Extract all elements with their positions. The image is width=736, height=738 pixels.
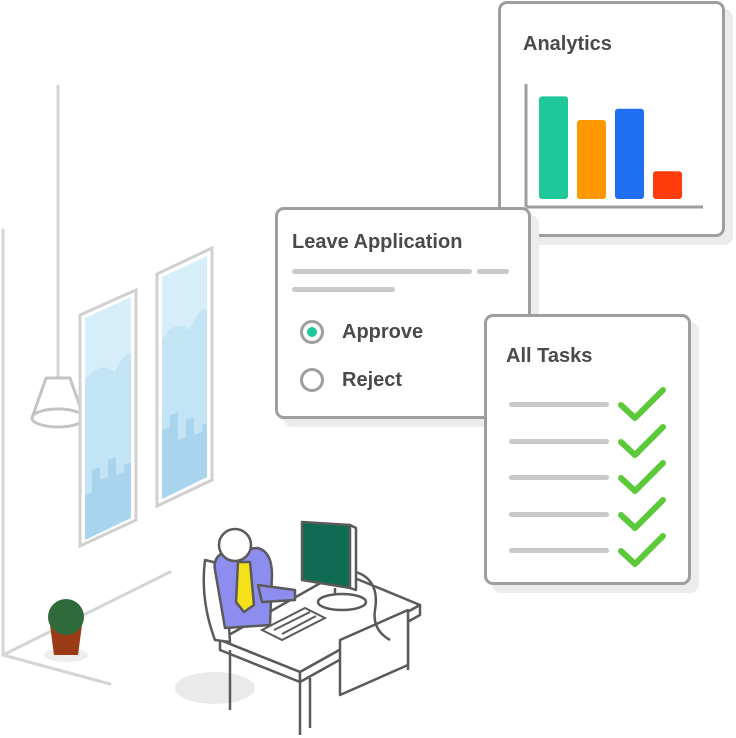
placeholder-line (292, 287, 395, 292)
task-placeholder-line (509, 475, 609, 480)
analytics-bar-chart (524, 84, 703, 209)
task-row[interactable] (509, 531, 669, 571)
task-placeholder-line (509, 511, 609, 517)
check-icon (618, 533, 666, 567)
task-placeholder-line (509, 438, 609, 444)
placeholder-line (292, 269, 472, 274)
check-icon (618, 496, 666, 531)
task-placeholder-line (509, 402, 609, 407)
check-icon (618, 387, 666, 421)
placeholder-line (477, 269, 509, 274)
office-worker-icon (202, 527, 297, 644)
chart-bar (539, 96, 568, 199)
task-row[interactable] (509, 422, 669, 462)
desk-icon (175, 570, 422, 735)
analytics-card[interactable]: Analytics (498, 1, 725, 237)
pendant-lamp-icon (30, 85, 86, 429)
chart-bar (615, 108, 644, 199)
approve-option[interactable]: Approve (300, 316, 423, 348)
reject-option[interactable]: Reject (300, 364, 402, 396)
leave-application-title: Leave Application (292, 231, 463, 253)
keyboard-icon (259, 606, 328, 642)
analytics-title: Analytics (523, 33, 612, 55)
approve-label: Approve (342, 320, 424, 343)
window-icon (155, 245, 214, 509)
potted-plant-icon (44, 599, 88, 662)
window-icon (78, 287, 138, 549)
reject-radio[interactable] (300, 368, 324, 392)
task-row[interactable] (509, 495, 669, 535)
all-tasks-card[interactable]: All Tasks (484, 314, 691, 585)
task-placeholder-line (509, 548, 609, 553)
approve-radio[interactable] (300, 320, 324, 344)
monitor-icon (300, 520, 391, 642)
task-row[interactable] (509, 385, 669, 425)
reject-label: Reject (342, 368, 403, 391)
room-outline (1, 228, 172, 686)
check-icon (618, 460, 666, 494)
chart-bar (577, 119, 606, 199)
chart-bar (653, 171, 682, 199)
all-tasks-title: All Tasks (506, 345, 593, 367)
task-row[interactable] (509, 458, 669, 498)
check-icon (618, 423, 666, 458)
